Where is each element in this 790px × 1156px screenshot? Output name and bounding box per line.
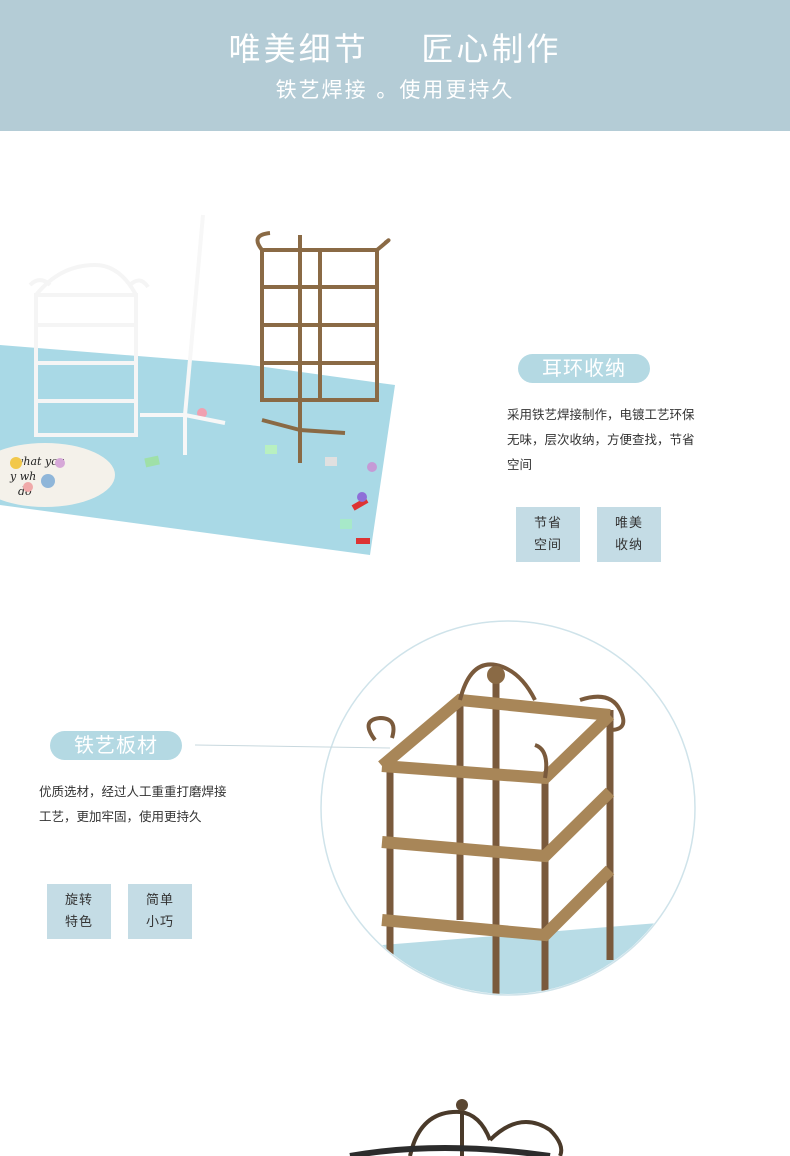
tag-line: 旋转 — [64, 893, 93, 908]
product-photo-racks: what you y wh do — [0, 205, 400, 565]
rack-top-photo — [290, 1090, 610, 1156]
tag-beautiful-storage: 唯美 收纳 — [597, 507, 661, 562]
top-banner: 唯美细节 匠心制作 铁艺焊接 。使用更持久 — [0, 0, 790, 131]
white-stand — [140, 214, 226, 455]
tag-line: 收纳 — [614, 538, 643, 553]
tag-line: 唯美 — [614, 516, 643, 531]
rack-closeup-photo — [320, 620, 696, 996]
tag-line: 简单 — [145, 893, 174, 908]
earring-storage-description: 采用铁艺焊接制作，电镀工艺环保无味，层次收纳，方便查找，节省空间 — [507, 407, 695, 472]
tag-save-space: 节省 空间 — [516, 507, 580, 562]
tag-line: 小巧 — [145, 915, 174, 930]
card-text-2: y wh — [9, 470, 36, 483]
white-rack — [28, 262, 150, 437]
earring-beads — [10, 408, 377, 544]
iron-material-heading: 铁艺板材 — [50, 731, 182, 760]
banner-subtitle: 铁艺焊接 。使用更持久 — [275, 78, 515, 102]
tag-line: 节省 — [533, 516, 562, 531]
earring-storage-heading: 耳环收纳 — [518, 354, 650, 383]
banner-title: 唯美细节 匠心制作 — [228, 30, 562, 68]
bronze-rack — [255, 231, 391, 463]
iron-material-description: 优质选材，经过人工重重打磨焊接工艺，更加牢固，使用更持久 — [39, 784, 227, 824]
tag-line: 特色 — [64, 915, 93, 930]
tag-line: 空间 — [533, 538, 562, 553]
tag-simple-compact: 简单 小巧 — [128, 884, 192, 939]
tag-rotating-feature: 旋转 特色 — [47, 884, 111, 939]
card-text-1: what you — [14, 455, 65, 468]
